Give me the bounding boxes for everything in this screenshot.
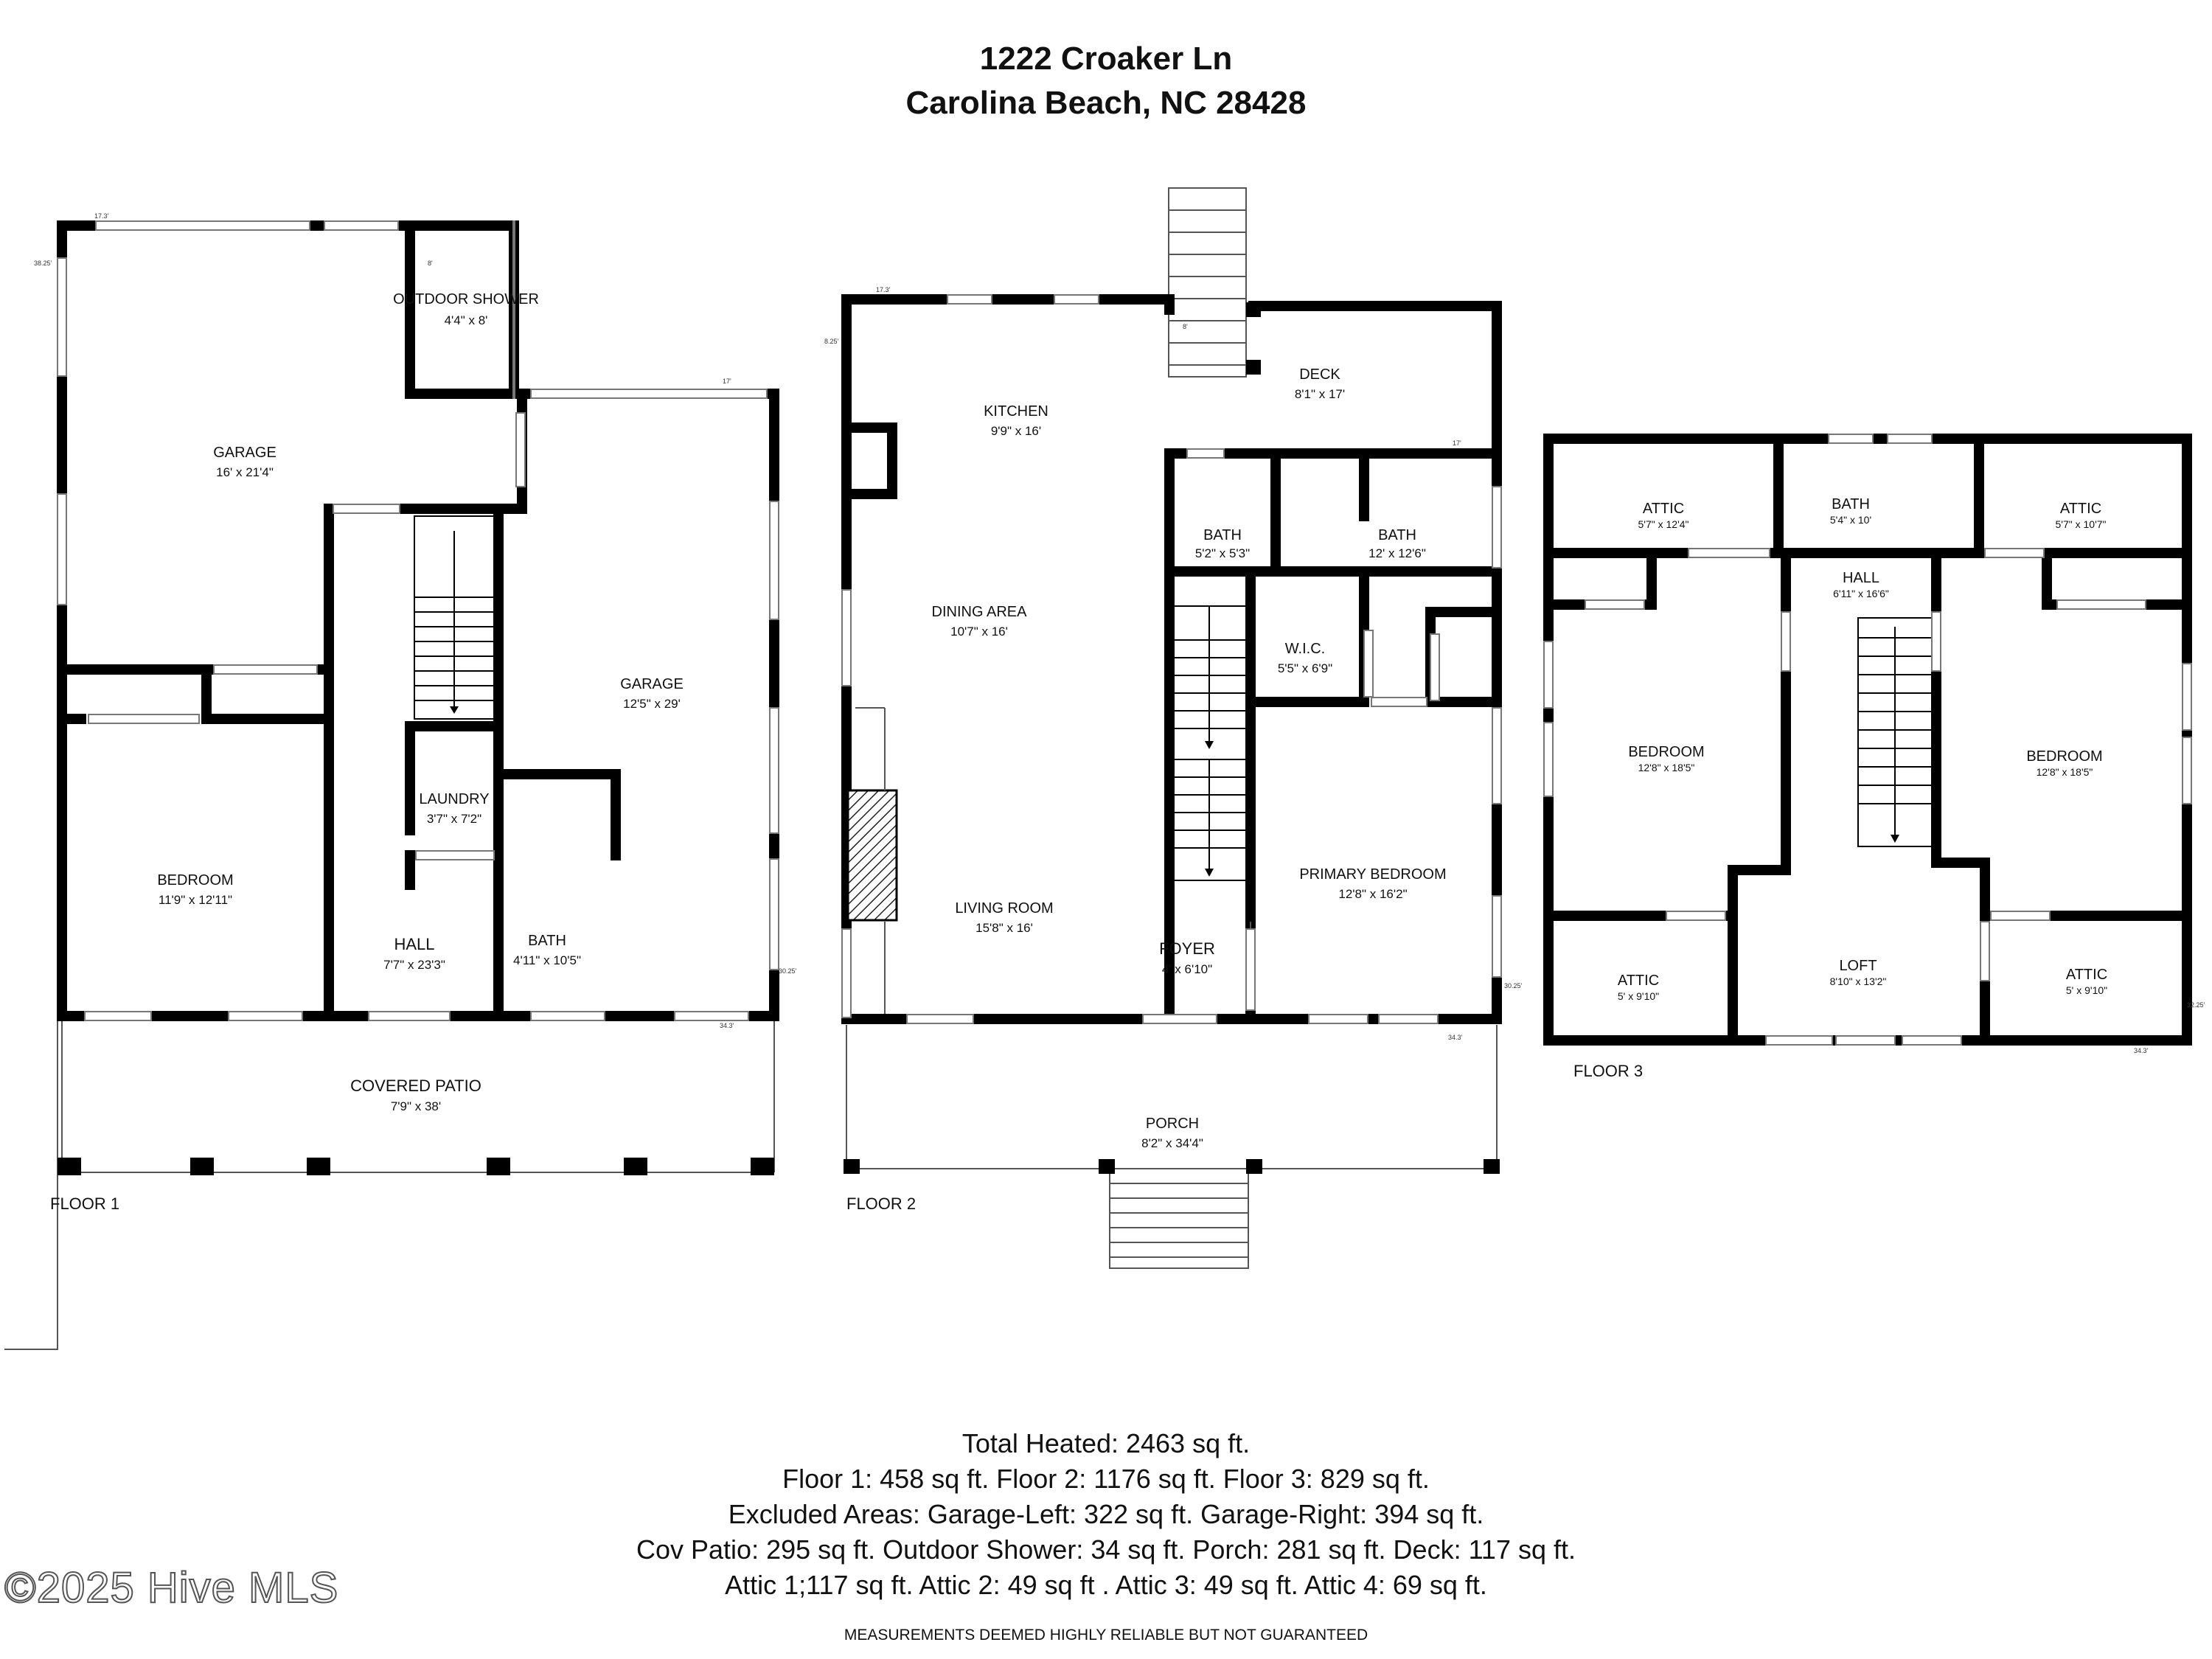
excluded-areas: Excluded Areas: Garage-Left: 322 sq ft. …	[728, 1499, 1484, 1529]
f1-room-dim-3: 11'9" x 12'11"	[159, 893, 232, 907]
f1-room-dim-0: 4'4" x 8'	[445, 313, 488, 327]
f1-room-name-1: GARAGE	[213, 445, 276, 461]
f2-edge-dim-2: 8'	[1183, 323, 1188, 330]
f2-room-dim-9: 8'2" x 34'4"	[1141, 1136, 1203, 1150]
f1-room-name-5: HALL	[394, 935, 434, 953]
f2-edge-dim-1: 8.25'	[824, 338, 839, 345]
f2-room-dim-6: 12'8" x 16'2"	[1338, 887, 1407, 901]
f1-room-dim-7: 7'9" x 38'	[391, 1099, 441, 1113]
f3-room-name-2: ATTIC	[2060, 501, 2101, 517]
f3-room-name-1: BATH	[1832, 496, 1870, 512]
floor-2-plan: KITCHEN 9'9" x 16' DECK 8'1" x 17' BATH …	[824, 187, 1523, 1269]
f2-edge-dim-4: 30.25'	[1504, 982, 1523, 990]
f3-room-dim-2: 5'7" x 10'7"	[2056, 518, 2107, 530]
f2-room-name-7: LIVING ROOM	[955, 900, 1053, 917]
f1-room-dim-1: 16' x 21'4"	[216, 465, 274, 479]
floor-3-plan: ATTIC 5'7" x 12'4" BATH 5'4" x 10' ATTIC…	[1543, 434, 2205, 1080]
f3-room-name-3: HALL	[1843, 570, 1879, 586]
f3-room-dim-8: 5' x 9'10"	[2066, 984, 2107, 996]
f3-room-name-7: LOFT	[1839, 958, 1877, 974]
floor-areas: Floor 1: 458 sq ft. Floor 2: 1176 sq ft.…	[782, 1464, 1430, 1494]
f2-edge-dim-0: 17.3'	[876, 286, 891, 293]
floor-1-label: FLOOR 1	[50, 1194, 119, 1213]
f1-room-dim-5: 7'7" x 23'3"	[383, 958, 445, 972]
attic-areas: Attic 1;117 sq ft. Attic 2: 49 sq ft . A…	[725, 1570, 1487, 1600]
f2-room-dim-2: 5'2" x 5'3"	[1195, 546, 1250, 560]
f1-room-name-0: OUTDOOR SHOWER	[393, 291, 539, 307]
f3-room-dim-5: 12'8" x 18'5"	[2037, 766, 2093, 778]
f2-room-name-5: W.I.C.	[1285, 641, 1325, 657]
floor-3-label: FLOOR 3	[1573, 1062, 1643, 1080]
address-line-2: Carolina Beach, NC 28428	[905, 85, 1307, 121]
f3-room-dim-4: 12'8" x 18'5"	[1638, 762, 1695, 773]
f2-room-dim-3: 12' x 12'6"	[1368, 546, 1426, 560]
f2-room-name-1: DECK	[1299, 366, 1340, 383]
f2-room-name-8: FOYER	[1159, 939, 1215, 958]
total-heated: Total Heated: 2463 sq ft.	[961, 1428, 1251, 1458]
f2-room-name-2: BATH	[1203, 527, 1242, 543]
disclaimer: MEASUREMENTS DEEMED HIGHLY RELIABLE BUT …	[844, 1627, 1368, 1644]
f2-room-name-0: KITCHEN	[984, 403, 1048, 420]
f1-room-name-4: LAUNDRY	[419, 791, 489, 807]
f2-room-dim-1: 8'1" x 17'	[1295, 387, 1345, 401]
f1-edge-dim-3: 17'	[723, 378, 731, 385]
f2-room-name-6: PRIMARY BEDROOM	[1299, 866, 1446, 883]
f3-room-name-0: ATTIC	[1643, 501, 1684, 517]
other-areas: Cov Patio: 295 sq ft. Outdoor Shower: 34…	[636, 1534, 1576, 1565]
f1-edge-dim-5: 34.3'	[720, 1022, 734, 1029]
f1-room-dim-6: 4'11" x 10'5"	[513, 953, 581, 967]
f3-room-dim-6: 5' x 9'10"	[1618, 990, 1659, 1002]
f3-room-name-4: BEDROOM	[1628, 744, 1704, 760]
f2-room-dim-8: 4' x 6'10"	[1162, 962, 1212, 976]
f3-edge-dim-0: 32.25'	[2187, 1001, 2205, 1009]
f3-room-name-6: ATTIC	[1618, 973, 1659, 989]
f1-edge-dim-4: 30.25'	[779, 967, 797, 975]
f3-edge-dim-1: 34.3'	[2134, 1047, 2149, 1054]
f2-edge-dim-3: 17'	[1453, 439, 1461, 447]
f3-room-name-8: ATTIC	[2066, 967, 2107, 983]
f3-room-dim-1: 5'4" x 10'	[1830, 514, 1871, 526]
floor-1-plan: OUTDOOR SHOWER 4'4" x 8' GARAGE 16' x 21…	[4, 212, 797, 1350]
address-line-1: 1222 Croaker Ln	[979, 41, 1233, 77]
f1-edge-dim-0: 17.3'	[94, 212, 109, 220]
f1-room-name-2: GARAGE	[620, 676, 684, 692]
f2-room-dim-4: 10'7" x 16'	[950, 625, 1008, 639]
f2-room-dim-7: 15'8" x 16'	[975, 921, 1033, 935]
f2-room-dim-5: 5'5" x 6'9"	[1278, 661, 1332, 675]
f1-edge-dim-1: 38.25'	[34, 260, 52, 267]
watermark: ©2025 Hive MLS	[4, 1563, 339, 1613]
f2-edge-dim-5: 34.3'	[1448, 1034, 1463, 1041]
f1-room-name-3: BEDROOM	[157, 872, 233, 888]
f3-room-name-5: BEDROOM	[2026, 748, 2102, 765]
f1-room-dim-4: 3'7" x 7'2"	[427, 812, 481, 826]
f2-room-dim-0: 9'9" x 16'	[991, 424, 1041, 438]
f2-room-name-3: BATH	[1378, 527, 1416, 543]
f1-room-name-6: BATH	[528, 933, 566, 949]
f2-room-name-4: DINING AREA	[932, 604, 1028, 620]
f2-room-name-9: PORCH	[1146, 1116, 1199, 1132]
f3-room-dim-0: 5'7" x 12'4"	[1638, 518, 1689, 530]
f1-edge-dim-2: 8'	[428, 260, 433, 267]
f3-room-dim-3: 6'11" x 16'6"	[1833, 588, 1889, 599]
f3-room-dim-7: 8'10" x 13'2"	[1830, 975, 1887, 987]
f1-room-dim-2: 12'5" x 29'	[623, 697, 681, 711]
floor-2-label: FLOOR 2	[846, 1194, 916, 1213]
f1-room-name-7: COVERED PATIO	[350, 1077, 481, 1095]
